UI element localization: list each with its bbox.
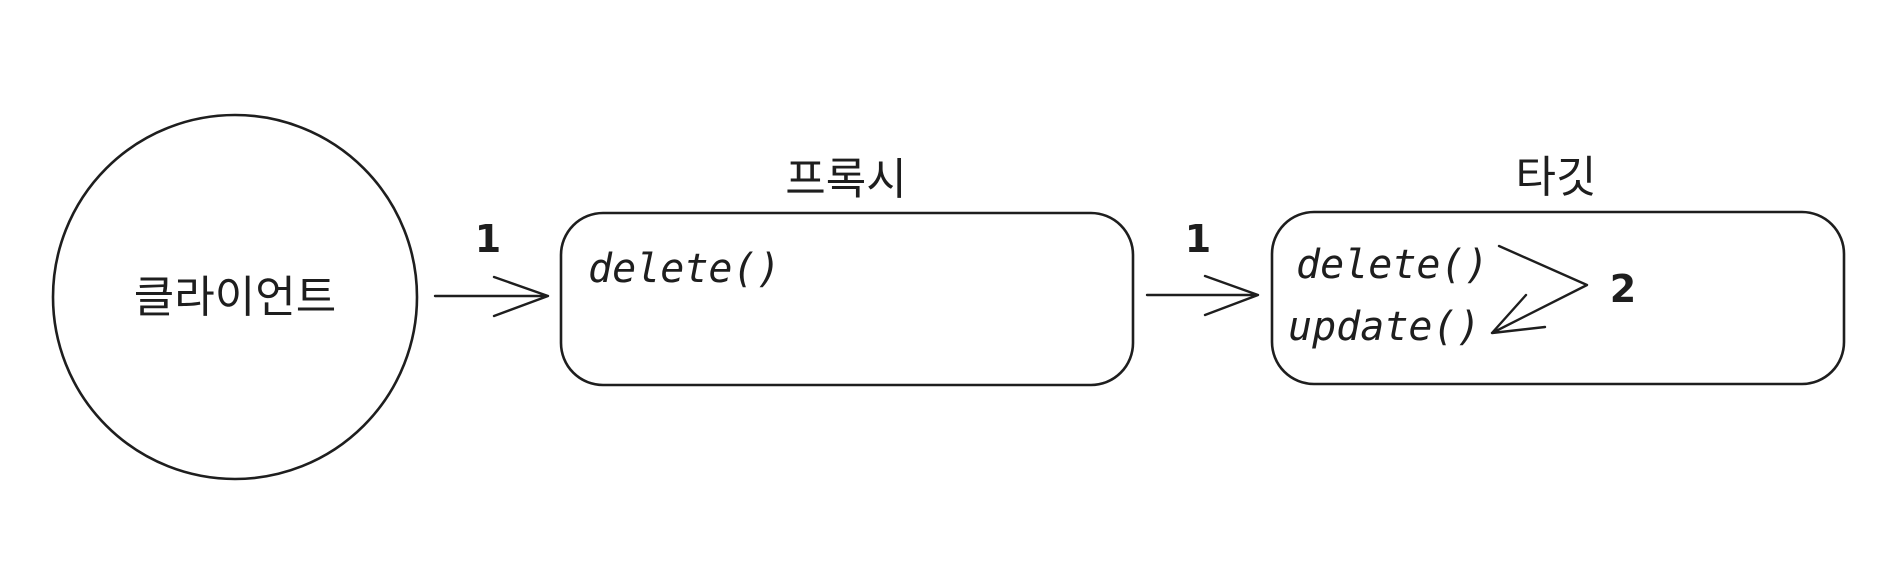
client-circle: [51, 113, 419, 481]
arrow-internal-call-label: 2: [1610, 267, 1636, 311]
arrow-internal-call-line: [1490, 244, 1589, 335]
target-method-delete: delete(): [1296, 242, 1489, 288]
proxy-box: [559, 211, 1135, 387]
arrow-client-to-proxy: 1: [433, 217, 550, 318]
client-node[interactable]: 클라이언트: [51, 113, 419, 481]
arrow-proxy-to-target: 1: [1145, 217, 1260, 317]
arrow-internal-call: 2: [1490, 244, 1636, 335]
proxy-method-delete: delete(): [588, 246, 781, 292]
target-title: 타깃: [1516, 152, 1597, 203]
arrow-client-to-proxy-line: [433, 275, 550, 318]
client-label: 클라이언트: [134, 272, 336, 323]
arrow-client-to-proxy-label: 1: [475, 217, 501, 261]
proxy-title: 프록시: [785, 154, 906, 205]
proxy-node[interactable]: 프록시 delete(): [559, 154, 1135, 387]
target-method-update: update(): [1288, 304, 1481, 350]
target-node[interactable]: 타깃 delete() update() 2: [1270, 152, 1846, 386]
arrow-proxy-to-target-line: [1145, 274, 1260, 317]
arrow-proxy-to-target-label: 1: [1185, 217, 1211, 261]
target-box: [1270, 210, 1846, 386]
